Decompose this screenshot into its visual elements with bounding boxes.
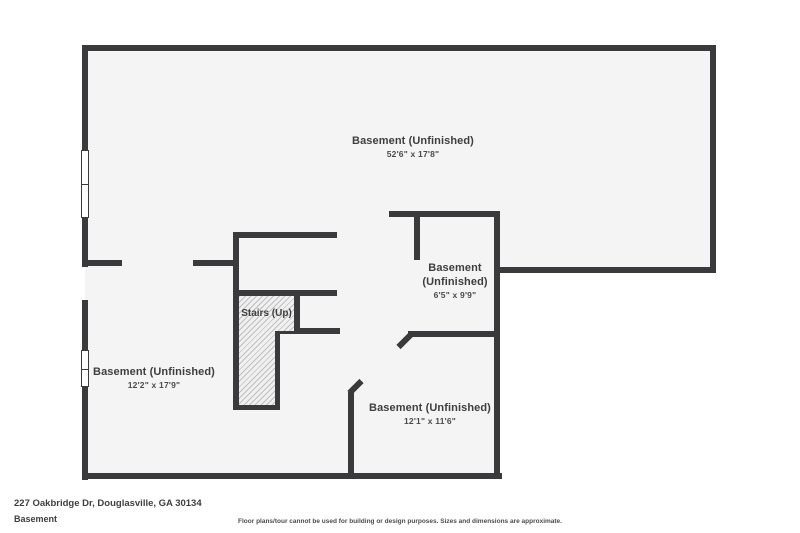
room-dimensions: 6'5" x 9'9" xyxy=(433,289,477,300)
room-name: Basement (Unfinished) xyxy=(369,402,491,414)
room-name: Basement (Unfinished) xyxy=(352,135,474,147)
wall xyxy=(82,473,502,479)
wall xyxy=(193,260,233,266)
wall xyxy=(233,232,337,238)
window xyxy=(81,350,89,387)
wall xyxy=(82,45,88,150)
wall xyxy=(82,218,88,267)
stairs-hatch xyxy=(239,296,277,405)
wall xyxy=(408,331,494,337)
window-pane-line xyxy=(82,368,88,370)
room-dimensions: 52'6" x 17'8" xyxy=(386,148,440,159)
wall xyxy=(88,260,122,266)
wall xyxy=(348,392,354,479)
floor-area-left xyxy=(85,48,497,476)
wall xyxy=(82,387,88,480)
property-address: 227 Oakbridge Dr, Douglasville, GA 30134 xyxy=(14,498,202,509)
wall xyxy=(277,328,340,334)
wall xyxy=(497,267,716,273)
wall xyxy=(494,211,500,479)
room-label-stairs: Stairs (Up) xyxy=(233,296,300,331)
room-label-left: Basement (Unfinished) 12'2" x 17'9" xyxy=(54,366,254,390)
wall xyxy=(389,211,500,217)
wall xyxy=(233,232,239,410)
room-label-middle: Basement (Unfinished) 6'5" x 9'9" xyxy=(405,262,505,300)
room-dimensions: 12'1" x 11'6" xyxy=(403,415,457,426)
disclaimer-text: Floor plans/tour cannot be used for buil… xyxy=(238,518,562,525)
wall xyxy=(82,45,716,51)
wall xyxy=(294,296,300,331)
stairs-hatch-border xyxy=(233,405,280,410)
room-label-top: Basement (Unfinished) 52'6" x 17'8" xyxy=(313,135,513,159)
wall xyxy=(233,290,337,296)
room-name: (Unfinished) xyxy=(422,275,488,288)
room-dimensions: 12'2" x 17'9" xyxy=(127,379,181,390)
room-name: Stairs (Up) xyxy=(241,308,292,319)
wall xyxy=(710,45,716,273)
room-name: Basement (Unfinished) xyxy=(93,366,215,378)
window xyxy=(81,150,89,218)
room-label-bottom: Basement (Unfinished) 12'1" x 11'6" xyxy=(330,402,530,426)
window-pane-line xyxy=(82,184,88,185)
floor-level-label: Basement xyxy=(14,514,58,524)
stairs-hatch-border xyxy=(275,331,280,410)
room-name: Basement xyxy=(428,262,482,274)
wall xyxy=(414,217,420,260)
wall xyxy=(82,300,88,350)
